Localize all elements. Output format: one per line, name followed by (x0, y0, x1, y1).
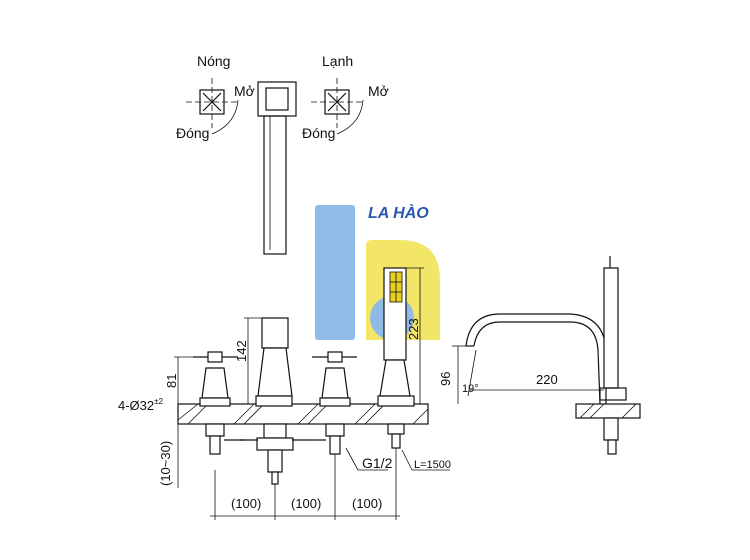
watermark-text: LA HÀO (368, 203, 429, 222)
hot-open-label: Mở (234, 83, 255, 99)
watermark-logo: LA HÀO (315, 203, 440, 340)
cold-open-label: Mở (368, 83, 389, 99)
hot-close-label: Đóng (176, 125, 209, 141)
hot-valve-front (193, 351, 244, 455)
dim-side-reach: 220 (536, 372, 558, 387)
cold-handle-diagram: Lạnh Mở Đóng (302, 53, 389, 141)
dim-holes: 4-Ø32±2 (118, 397, 164, 413)
dim-spacing-2: (100) (291, 496, 321, 511)
side-view: 96 220 19° (438, 256, 641, 455)
dim-deck-thickness: (10~30) (158, 441, 173, 486)
hose-length-label: L=1500 (414, 459, 451, 471)
dim-spout-height: 142 (234, 340, 249, 362)
dim-shower-height: 223 (406, 318, 421, 340)
spout-top-view (257, 81, 297, 255)
height-dimensions: 142 81 223 4-Ø32±2 (10~30) (118, 267, 424, 488)
hot-handle-title: Nóng (197, 53, 230, 69)
cold-close-label: Đóng (302, 125, 335, 141)
cold-valve-front (312, 351, 357, 455)
watermark-blue-bar (315, 205, 355, 340)
spacing-dimensions: (100) (100) (100) (210, 448, 400, 520)
dim-spacing-1: (100) (231, 496, 261, 511)
cold-handle-title: Lạnh (322, 53, 353, 69)
connection-label: G1/2 (362, 455, 393, 471)
hand-shower-front (377, 267, 415, 449)
dim-angle: 19° (462, 383, 479, 395)
dim-handle-height: 81 (164, 374, 179, 388)
hot-handle-diagram: Nóng Mở Đóng (176, 53, 255, 141)
spout-front (240, 317, 312, 485)
dim-spacing-3: (100) (352, 496, 382, 511)
deck-surface (177, 403, 429, 425)
dim-side-height: 96 (438, 372, 453, 386)
connection-callouts: G1/2 L=1500 (345, 447, 451, 471)
